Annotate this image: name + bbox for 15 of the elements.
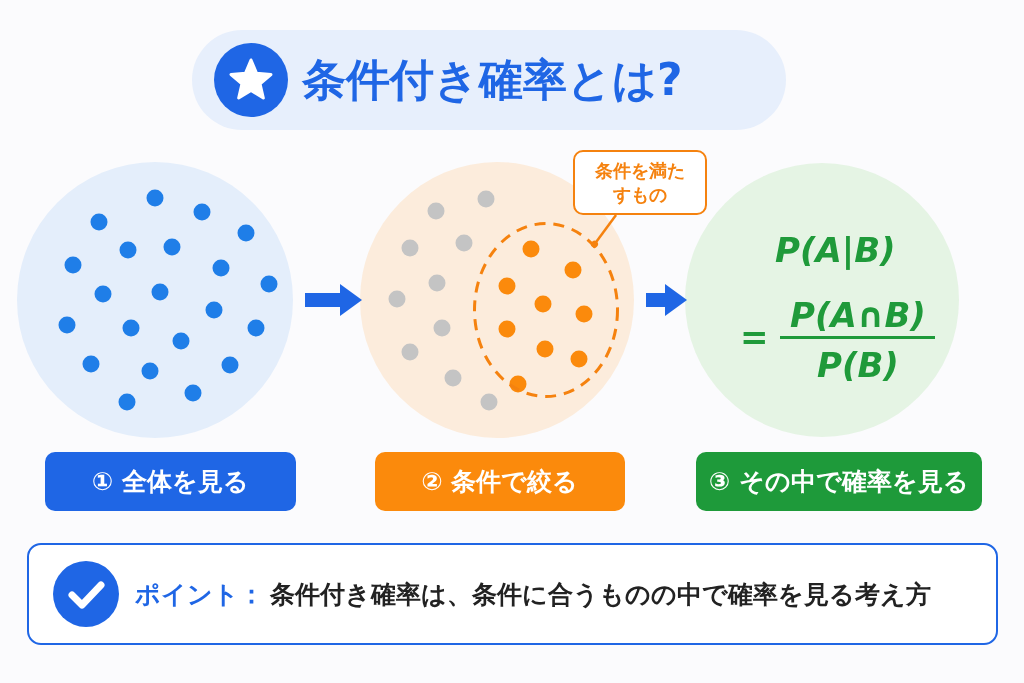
equals-sign: = [740,320,769,354]
point-text: 条件付き確率は、条件に合うものの中で確率を見る考え方 [270,578,931,611]
arrow [305,284,362,316]
dashed-ellipse [473,222,619,398]
formula-text: P(B) [817,348,899,382]
formula-text: P(A∩B) [790,298,926,332]
step-label: ① 全体を見る [45,452,296,511]
arrow [646,284,687,316]
step-label: ③ その中で確率を見る [696,452,982,511]
leader-line [591,214,618,248]
point-heading: ポイント： [135,578,264,611]
callout-label: 条件を満たすもの [573,150,707,215]
title-text: 条件付き確率とは? [302,53,683,107]
step-label: ② 条件で絞る [375,452,625,511]
point-panel [27,543,998,645]
